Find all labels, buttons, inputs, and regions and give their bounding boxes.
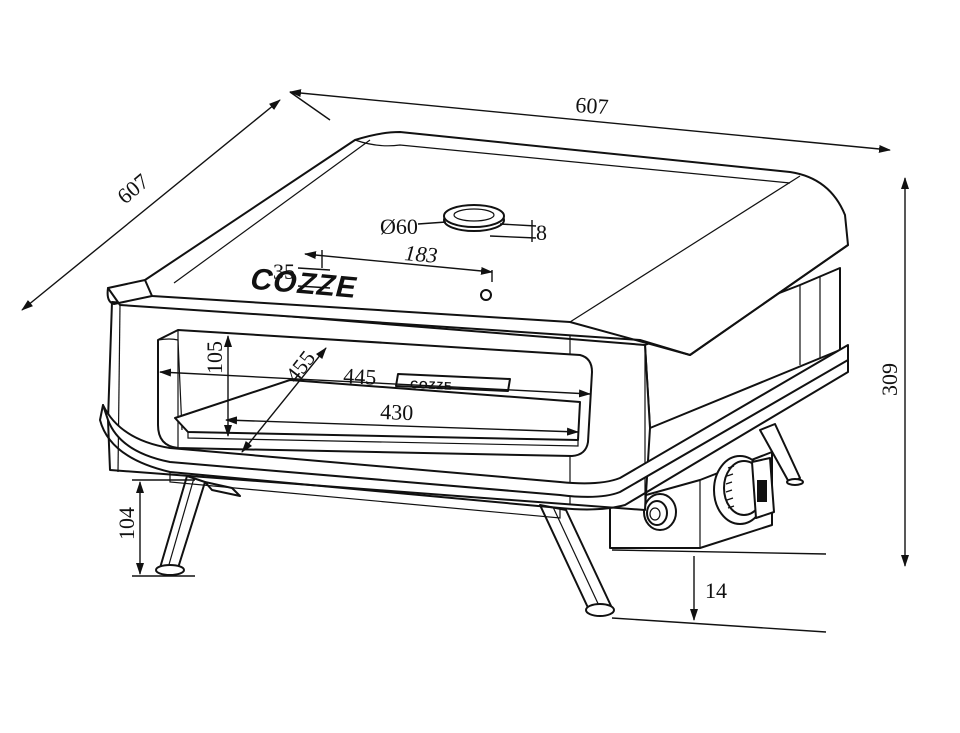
ignition-button bbox=[643, 493, 677, 531]
dim-height-right: 309 bbox=[877, 177, 909, 567]
dim-stone-width: 430 bbox=[225, 399, 579, 436]
dim-depth-label: 607 bbox=[112, 168, 153, 208]
dim-logo-length-label: 183 bbox=[404, 240, 439, 268]
front-left-leg bbox=[155, 475, 241, 576]
dim-width-label: 607 bbox=[575, 92, 610, 119]
dim-opening-width-label: 445 bbox=[343, 363, 377, 390]
gas-control-knob bbox=[713, 455, 775, 525]
dim-logo: 183 35 bbox=[273, 240, 493, 289]
dim-thermometer-height-label: 8 bbox=[536, 220, 547, 245]
dim-thermometer: Ø60 8 bbox=[380, 214, 547, 245]
thermometer bbox=[443, 204, 505, 232]
dim-thermometer-dia-label: Ø60 bbox=[380, 214, 418, 239]
dim-logo-height-label: 35 bbox=[273, 259, 295, 284]
rear-right-leg bbox=[759, 423, 804, 486]
dim-leg-height-label: 104 bbox=[114, 507, 139, 540]
dim-height-label: 309 bbox=[877, 363, 902, 396]
dim-base-clearance: 14 bbox=[611, 549, 827, 633]
front-right-leg bbox=[539, 504, 615, 617]
dim-opening-width: 445 bbox=[159, 363, 591, 398]
dim-opening-height-label: 105 bbox=[202, 341, 227, 374]
dim-width-top: 607 bbox=[289, 89, 891, 153]
dim-stone-width-label: 430 bbox=[380, 399, 414, 425]
dim-leg-height: 104 bbox=[114, 479, 195, 577]
dim-base-clearance-label: 14 bbox=[705, 578, 727, 603]
